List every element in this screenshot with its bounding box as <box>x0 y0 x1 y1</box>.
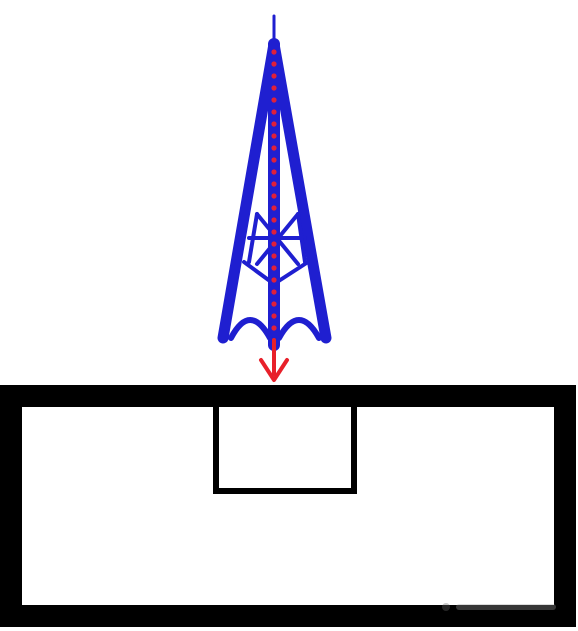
arrow-head <box>259 358 289 382</box>
tower-dot <box>271 301 277 307</box>
tower-dot <box>271 193 277 199</box>
tower-lattice <box>242 212 310 286</box>
tower-dot <box>271 313 277 319</box>
building-outline <box>0 385 576 627</box>
tower-dot <box>271 49 277 55</box>
down-arrow-icon <box>259 338 289 382</box>
tower-left-leg <box>217 38 280 344</box>
tower-dot <box>271 265 277 271</box>
tower-dot <box>271 169 277 175</box>
tower-dot <box>271 277 277 283</box>
transmission-tower-icon <box>217 14 332 351</box>
tower-dot <box>271 157 277 163</box>
tower-dot <box>271 289 277 295</box>
tower-dot <box>271 133 277 139</box>
tower-dot <box>271 73 277 79</box>
tower-dot <box>271 229 277 235</box>
tower-dot <box>271 145 277 151</box>
tower-dot <box>271 85 277 91</box>
room-outline <box>213 401 357 494</box>
tower-dot <box>271 61 277 67</box>
tower-dots <box>271 49 277 331</box>
tower-dot <box>271 97 277 103</box>
tower-dot <box>271 205 277 211</box>
watermark-logo <box>442 603 556 611</box>
tower-dot <box>271 109 277 115</box>
tower-right-leg <box>268 38 332 344</box>
tower-feet <box>228 317 322 341</box>
tower-dot <box>271 121 277 127</box>
tower-dot <box>271 217 277 223</box>
tower-dot <box>271 181 277 187</box>
tower-dot <box>271 253 277 259</box>
tower-dot <box>271 325 277 331</box>
tower-dot <box>271 241 277 247</box>
